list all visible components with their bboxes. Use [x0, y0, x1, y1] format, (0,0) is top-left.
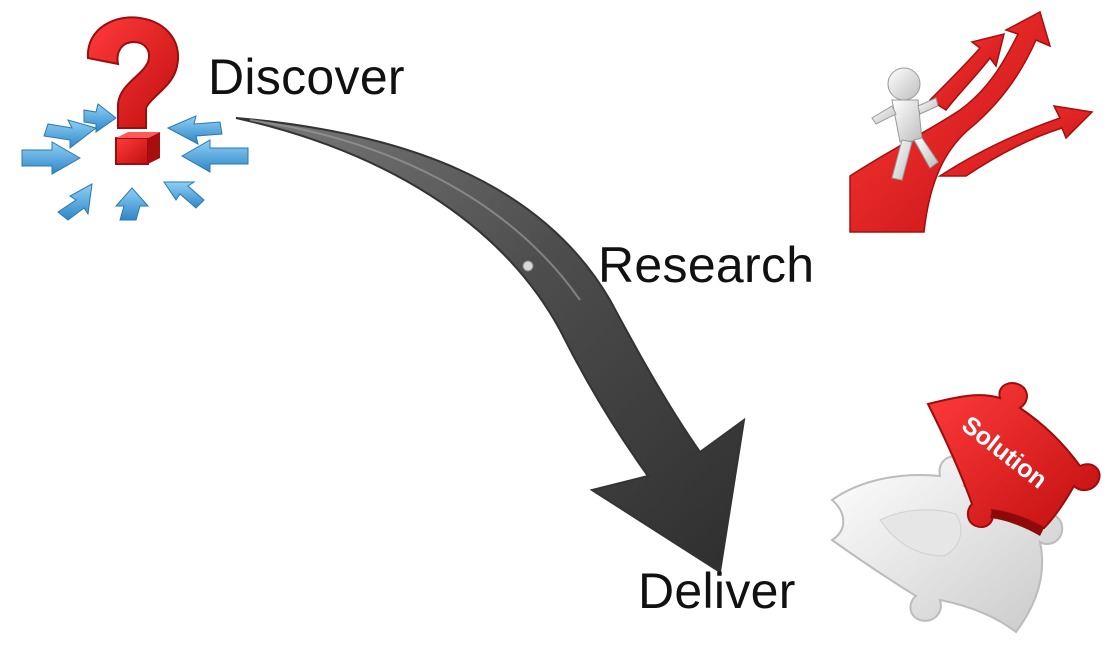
question-mark-with-arrows-icon	[21, 16, 249, 221]
puzzle-piece-solution-icon: Solution	[830, 382, 1101, 634]
person-on-branching-path-icon	[849, 10, 1094, 233]
curved-arrow-icon	[235, 117, 746, 574]
stage-label-research: Research	[598, 237, 815, 293]
stage-label-deliver: Deliver	[638, 563, 796, 619]
stage-label-discover: Discover	[208, 49, 405, 105]
